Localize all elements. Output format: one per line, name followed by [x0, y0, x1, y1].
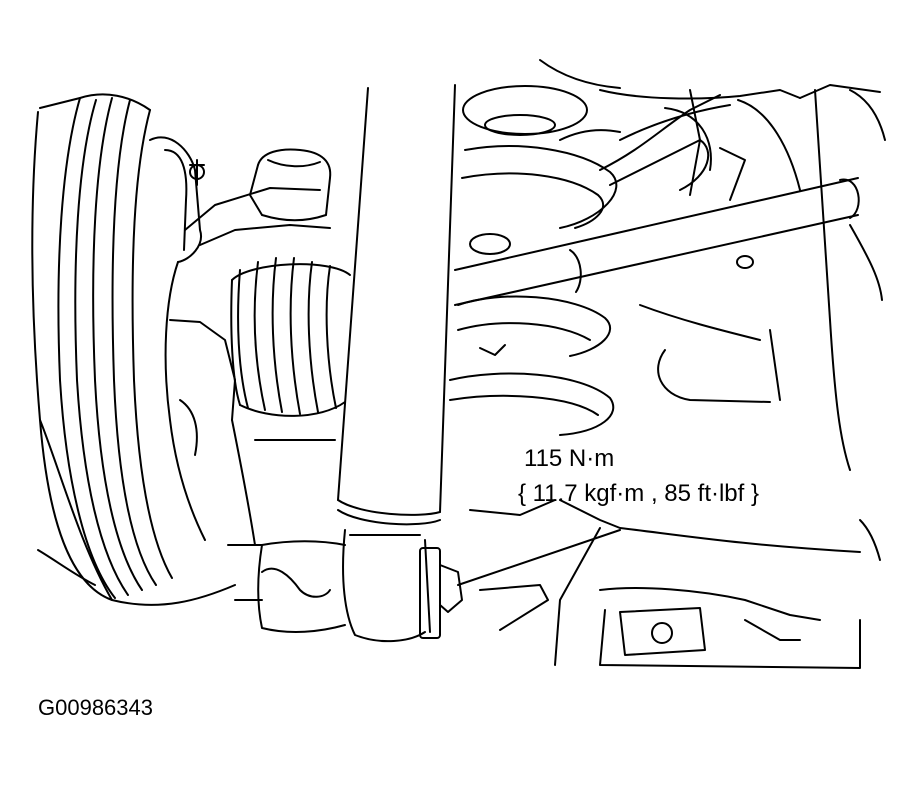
coil-spring	[449, 85, 618, 436]
tie-rod-end	[249, 148, 332, 222]
torque-value-label: 115 N·m	[524, 445, 615, 472]
cv-boot	[230, 257, 351, 441]
lower-mount-bolt	[227, 529, 621, 639]
shock-absorber	[337, 84, 456, 643]
steering-knuckle	[149, 136, 331, 546]
figure-id-label: G00986343	[38, 695, 153, 720]
stabilizer-link	[454, 177, 860, 306]
torque-alternate-units-label: { 11.7 kgf·m , 85 ft·lbf }	[518, 480, 760, 507]
vehicle-body	[469, 84, 886, 669]
hoses	[539, 59, 721, 191]
tire	[31, 93, 236, 606]
